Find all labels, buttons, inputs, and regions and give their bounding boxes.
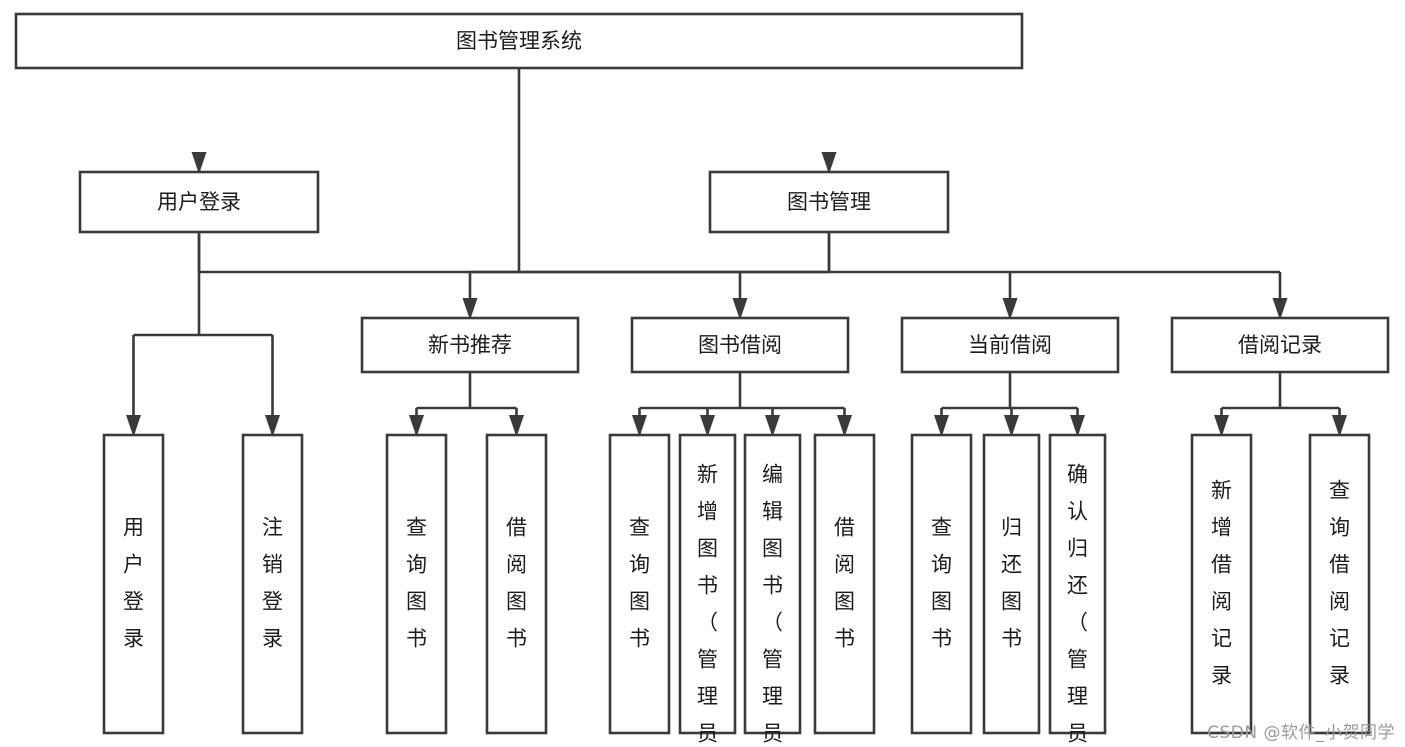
node-label-leaf-edit-book: 编辑图书（管理员）: [762, 463, 783, 747]
node-label-leaf-query-record: 查询借阅记录: [1329, 479, 1350, 688]
node-box-root: [14, 12, 1024, 70]
node-box-leaf-confirm-return: [1048, 433, 1107, 735]
node-box-leaf-edit-book: [743, 433, 802, 735]
arrow-head-icon: [821, 152, 837, 174]
node-label-leaf-borrow-book-2: 借阅图书: [834, 516, 855, 651]
node-box-leaf-query-book-1: [385, 433, 448, 735]
node-box-leaf-add-book: [678, 433, 737, 735]
node-box-leaf-borrow-book-1: [485, 433, 548, 735]
node-new-book-recommend[interactable]: 新书推荐: [360, 316, 580, 374]
node-label-leaf-confirm-return: 确认归还（管理员）: [1067, 463, 1088, 747]
node-layer: 图书管理系统用户登录图书管理新书推荐图书借阅当前借阅借阅记录用户登录注销登录查询…: [14, 12, 1390, 747]
node-box-leaf-logout: [241, 433, 304, 735]
arrow-head-icon: [1070, 415, 1085, 437]
node-box-new-book-recommend: [360, 316, 580, 374]
node-label-book-borrow: 图书借阅: [698, 333, 782, 357]
node-box-user-login: [78, 170, 320, 234]
node-label-leaf-borrow-book-1: 借阅图书: [506, 516, 527, 651]
arrow-head-icon: [1332, 415, 1347, 437]
node-book-borrow[interactable]: 图书借阅: [630, 316, 850, 374]
arrow-head-icon: [765, 415, 780, 437]
node-box-leaf-borrow-book-2: [813, 433, 876, 735]
connector-group-current-borrow: [934, 372, 1085, 437]
node-box-book-borrow: [630, 316, 850, 374]
arrow-head-icon: [509, 415, 524, 437]
node-box-borrow-record: [1170, 316, 1390, 374]
arrow-head-icon: [462, 298, 478, 320]
arrow-head-icon: [700, 415, 715, 437]
node-box-leaf-user-login: [102, 433, 165, 735]
node-box-leaf-query-book-2: [608, 433, 671, 735]
node-label-leaf-user-login: 用户登录: [123, 516, 144, 651]
arrow-head-icon: [934, 415, 949, 437]
connector-group-book-borrow: [632, 372, 852, 437]
node-label-leaf-add-book: 新增图书（管理员）: [697, 463, 718, 747]
node-leaf-query-book-3[interactable]: 查询图书: [910, 433, 973, 735]
node-label-leaf-logout: 注销登录: [262, 516, 283, 651]
node-leaf-query-book-1[interactable]: 查询图书: [385, 433, 448, 735]
connector-group-root: [191, 68, 837, 274]
node-leaf-confirm-return[interactable]: 确认归还（管理员）: [1048, 433, 1107, 747]
connector-group-book-manage: [462, 232, 1288, 320]
connector-group-user-login: [126, 232, 280, 437]
connector-layer: [126, 68, 1347, 437]
node-label-new-book-recommend: 新书推荐: [428, 333, 512, 357]
arrow-head-icon: [1004, 415, 1019, 437]
node-book-manage[interactable]: 图书管理: [708, 170, 950, 234]
node-current-borrow[interactable]: 当前借阅: [900, 316, 1120, 374]
node-leaf-borrow-book-1[interactable]: 借阅图书: [485, 433, 548, 735]
node-label-user-login: 用户登录: [157, 190, 241, 214]
node-leaf-query-record[interactable]: 查询借阅记录: [1308, 433, 1371, 735]
node-box-leaf-add-record: [1190, 433, 1253, 735]
node-user-login[interactable]: 用户登录: [78, 170, 320, 234]
node-leaf-borrow-book-2[interactable]: 借阅图书: [813, 433, 876, 735]
node-box-leaf-return-book: [982, 433, 1041, 735]
arrow-head-icon: [1214, 415, 1229, 437]
node-box-leaf-query-record: [1308, 433, 1371, 735]
connector-group-borrow-record: [1214, 372, 1347, 437]
node-leaf-add-record[interactable]: 新增借阅记录: [1190, 433, 1253, 735]
node-borrow-record[interactable]: 借阅记录: [1170, 316, 1390, 374]
arrow-head-icon: [1002, 298, 1018, 320]
arrow-head-icon: [732, 298, 748, 320]
node-box-current-borrow: [900, 316, 1120, 374]
node-leaf-return-book[interactable]: 归还图书: [982, 433, 1041, 735]
arrow-head-icon: [265, 415, 280, 437]
node-label-root: 图书管理系统: [456, 29, 582, 53]
node-label-leaf-query-book-3: 查询图书: [931, 516, 952, 651]
node-label-leaf-return-book: 归还图书: [1001, 516, 1022, 651]
node-label-leaf-query-book-1: 查询图书: [406, 516, 427, 651]
node-leaf-add-book[interactable]: 新增图书（管理员）: [678, 433, 737, 747]
node-label-borrow-record: 借阅记录: [1238, 333, 1322, 357]
arrow-head-icon: [409, 415, 424, 437]
node-root[interactable]: 图书管理系统: [14, 12, 1024, 70]
node-label-book-manage: 图书管理: [787, 190, 871, 214]
node-leaf-user-login[interactable]: 用户登录: [102, 433, 165, 735]
node-leaf-edit-book[interactable]: 编辑图书（管理员）: [743, 433, 802, 747]
node-label-leaf-query-book-2: 查询图书: [629, 516, 650, 651]
arrow-head-icon: [837, 415, 852, 437]
arrow-head-icon: [1272, 298, 1288, 320]
connector-group-new-book-recommend: [409, 372, 524, 437]
node-label-leaf-add-record: 新增借阅记录: [1211, 479, 1232, 688]
node-box-book-manage: [708, 170, 950, 234]
node-label-current-borrow: 当前借阅: [968, 333, 1052, 357]
node-leaf-logout[interactable]: 注销登录: [241, 433, 304, 735]
node-leaf-query-book-2[interactable]: 查询图书: [608, 433, 671, 735]
arrow-head-icon: [632, 415, 647, 437]
arrow-head-icon: [126, 415, 141, 437]
node-box-leaf-query-book-3: [910, 433, 973, 735]
arrow-head-icon: [191, 152, 207, 174]
